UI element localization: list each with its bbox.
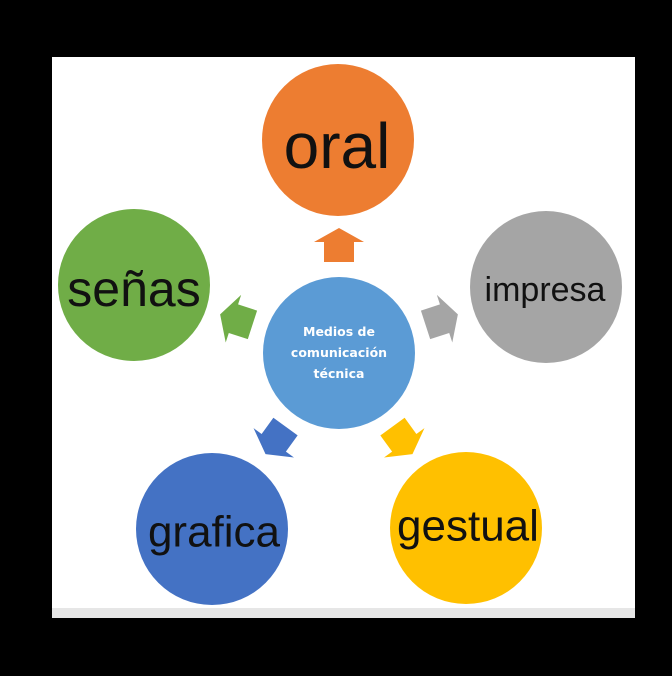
bottom-strip: [52, 608, 635, 618]
node-grafica: [136, 453, 288, 605]
arrow-senas-icon: [220, 294, 258, 343]
node-gestual: [390, 452, 542, 604]
center-node: [263, 277, 415, 429]
label-oral: oral: [284, 110, 391, 182]
center-line-3: técnica: [314, 366, 365, 381]
label-gestual: gestual: [397, 502, 539, 551]
label-senas: señas: [67, 261, 200, 317]
label-impresa: impresa: [485, 271, 606, 309]
center-line-1: Medios de: [303, 324, 375, 339]
center-line-2: comunicación: [291, 345, 387, 360]
arrow-oral-icon: [314, 228, 364, 262]
node-senas: [58, 209, 210, 361]
label-grafica: grafica: [148, 508, 281, 557]
node-impresa: [470, 211, 622, 363]
arrow-gestual-icon: [380, 417, 425, 458]
arrow-grafica-icon: [253, 417, 298, 458]
arrow-impresa-icon: [420, 294, 458, 343]
node-oral: [262, 64, 414, 216]
